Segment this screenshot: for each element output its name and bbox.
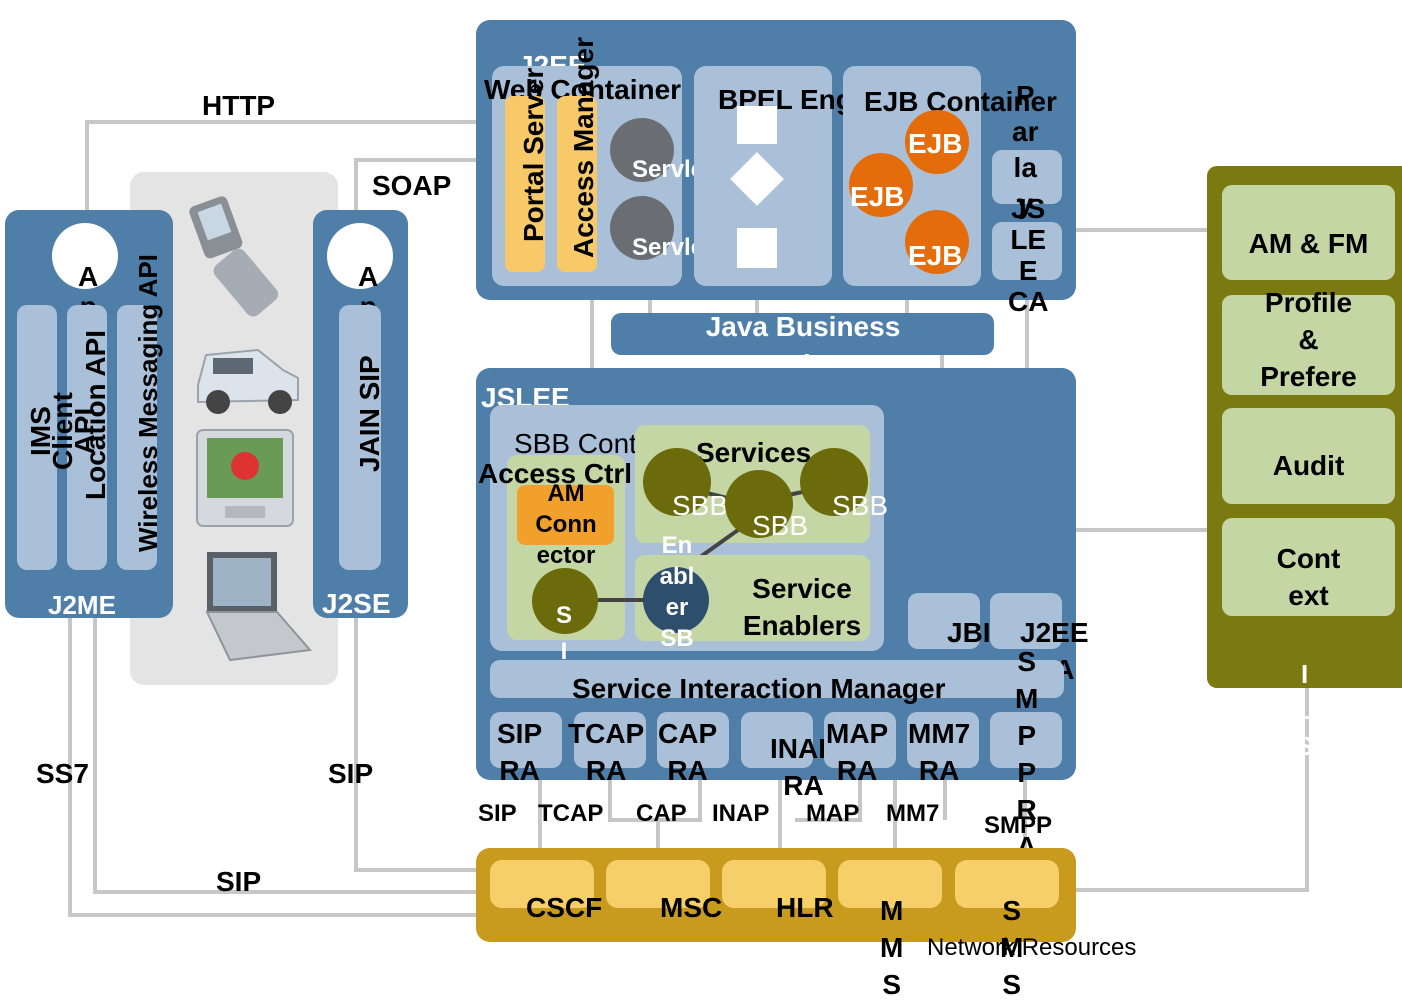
mms-label: M M S	[880, 895, 904, 1000]
access-manager-label: Access Manager	[568, 36, 599, 258]
am-connector	[517, 485, 614, 545]
portal-server-label: Portal Server	[518, 67, 549, 242]
wireless-messaging-api-label: Wireless Messaging API	[133, 254, 163, 552]
soap-label: SOAP	[372, 170, 452, 201]
j2se-api-jainsip	[339, 305, 381, 570]
bpel-task-2	[737, 228, 777, 268]
audit-box	[1222, 408, 1395, 504]
parlay-label: P ar la y	[1012, 80, 1039, 219]
location-api-label: Location API	[80, 329, 111, 500]
enabler-sbb-label: En abl er SB B	[659, 532, 695, 683]
bpel-task-1	[737, 106, 777, 144]
service-interaction-manager	[490, 660, 1064, 698]
tcap-protocol-label: TCAP	[538, 800, 604, 827]
ejb-label-1: EJB	[908, 128, 963, 159]
sip-bottom-label: SIP	[216, 866, 262, 897]
access-ctrl-label: Access Ctrl	[478, 458, 633, 489]
sms-label: S M S	[1000, 895, 1024, 1000]
net-mms	[838, 860, 942, 908]
cap-protocol-label: CAP	[636, 800, 687, 827]
j2me-label: J2ME	[48, 590, 116, 620]
portal-server	[505, 96, 545, 272]
inap-protocol-label: INAP	[712, 800, 770, 827]
am-connector-label: AM Conn ector	[535, 480, 597, 569]
context-box	[1222, 518, 1395, 616]
jain-sip-label: JAIN SIP	[354, 355, 385, 472]
ejb-label-2: EJB	[850, 181, 905, 212]
msc-label: MSC	[660, 892, 723, 923]
profile-box	[1222, 295, 1395, 395]
audit-label: Audit	[1272, 450, 1345, 481]
ra-map	[824, 712, 896, 768]
phone-icon	[189, 196, 279, 317]
sbb-label-3: SBB	[832, 490, 889, 521]
ra-mm7	[907, 712, 979, 768]
j2se-app-circle	[327, 223, 393, 289]
ejb-label-3: EJB	[908, 240, 963, 271]
j2ee-ra-box	[990, 593, 1062, 649]
enabler-sbb-circle	[643, 567, 709, 633]
ejb-container-label: EJB Container	[864, 86, 1057, 117]
j2me-app-circle	[52, 223, 118, 289]
tv-icon	[196, 429, 294, 527]
truck-icon	[197, 348, 299, 414]
service-interaction-manager-label: Service Interaction Manager	[572, 673, 946, 704]
j2me-api-wma	[117, 305, 157, 570]
jbi-bus	[611, 313, 994, 355]
servlet-circle-2	[610, 196, 674, 260]
net-hlr	[722, 860, 826, 908]
ra-sip	[490, 712, 562, 768]
j2me-api-ims	[17, 305, 57, 570]
mm7-protocol-label: MM7	[886, 800, 940, 827]
right-side-label: I L S	[1296, 659, 1314, 761]
ra-sip-label: SIP RA	[497, 718, 543, 786]
context-label: Cont ext	[1276, 543, 1341, 611]
ejb-circle-1	[905, 110, 969, 174]
map-protocol-label: MAP	[806, 800, 860, 827]
servlet-circle-1	[610, 118, 674, 182]
ra-cap	[657, 712, 729, 768]
sip-protocol-label: SIP	[478, 800, 517, 827]
net-msc	[606, 860, 710, 908]
services-label: Services	[696, 437, 812, 468]
j2se-label: J2SE	[322, 588, 391, 619]
ss7-label: SS7	[36, 758, 89, 789]
ra-tcap-label: TCAP RA	[568, 718, 645, 786]
ejb-circle-3	[905, 210, 969, 274]
net-cscf	[490, 860, 594, 908]
ra-inap	[741, 712, 813, 768]
access-sbb-link	[598, 598, 644, 602]
cscf-label: CSCF	[526, 892, 603, 923]
smpp-protocol-label: SMPP	[984, 812, 1053, 839]
parlay-box	[992, 150, 1062, 204]
ra-smpp	[990, 712, 1062, 768]
access-sbb-circle	[532, 568, 598, 634]
ra-tcap	[574, 712, 646, 768]
jslee-ca-label: JS LE E CA	[1008, 193, 1049, 317]
sbb-circle-1	[643, 448, 711, 516]
sbb-label-1: SBB	[672, 490, 729, 521]
sip-left-label: SIP	[328, 758, 374, 789]
sbb-label-2: SBB	[752, 510, 809, 541]
am-fm-label: AM & FM	[1248, 228, 1369, 259]
network-resources-label: Network Resources	[927, 934, 1137, 961]
ra-cap-label: CAP RA	[658, 718, 718, 786]
sbb-circle-3	[800, 448, 868, 516]
am-fm-box	[1222, 185, 1395, 280]
jbi-ra-box	[908, 593, 980, 649]
laptop-icon	[205, 552, 312, 662]
ra-mm7-label: MM7 RA	[908, 718, 971, 786]
sbb-circle-2	[725, 470, 793, 538]
hlr-label: HLR	[776, 892, 834, 923]
service-enablers-label: Service Enablers	[742, 573, 862, 641]
j2me-api-location	[67, 305, 107, 570]
ra-map-label: MAP RA	[826, 718, 889, 786]
jslee-ca-box	[992, 222, 1062, 280]
access-manager	[557, 96, 597, 272]
ejb-circle-2	[849, 153, 913, 217]
net-sms	[955, 860, 1059, 908]
http-label: HTTP	[202, 90, 276, 121]
